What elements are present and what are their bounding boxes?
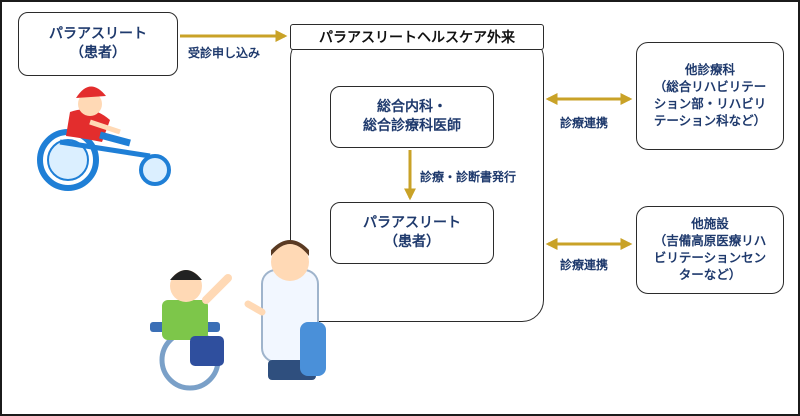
other-departments-line4: テーション科など） bbox=[653, 112, 767, 128]
other-departments-line3: ション部・リハビリ bbox=[653, 96, 767, 111]
diagnosis-label: 診療・診断書発行 bbox=[420, 170, 517, 184]
internal-medicine-line2: 総合診療科医師 bbox=[363, 118, 461, 134]
patient-inner-box: パラアスリート （患者） bbox=[330, 202, 494, 264]
other-departments-box: 他診療科 （総合リハビリテー ション部・リハビリ テーション科など） bbox=[636, 42, 784, 150]
outpatient-title-box: パラアスリートヘルスケア外来 bbox=[290, 24, 544, 50]
patient-top-line1: パラアスリート bbox=[49, 26, 147, 43]
patient-top-line2: （患者） bbox=[70, 45, 126, 61]
cooperation-label-1: 診療連携 bbox=[560, 116, 609, 130]
patient-top-box: パラアスリート （患者） bbox=[18, 12, 178, 76]
other-facilities-line4: ターなど） bbox=[678, 266, 742, 282]
other-departments-line2: （総合リハビリテー bbox=[653, 79, 767, 95]
outpatient-title: パラアスリートヘルスケア外来 bbox=[319, 30, 515, 46]
other-departments-line1: 他診療科 bbox=[684, 62, 735, 78]
other-facilities-line1: 他施設 bbox=[691, 216, 729, 232]
internal-medicine-line1: 総合内科・ bbox=[377, 99, 447, 116]
other-facilities-line3: ビリテーションセン bbox=[653, 250, 767, 265]
patient-inner-line1: パラアスリート bbox=[363, 215, 461, 232]
patient-inner-line2: （患者） bbox=[384, 234, 440, 250]
other-facilities-box: 他施設 （吉備高原医療リハ ビリテーションセン ターなど） bbox=[636, 206, 784, 294]
reception-label: 受診申し込み bbox=[188, 46, 261, 60]
outpatient-container bbox=[290, 36, 544, 322]
other-facilities-line2: （吉備高原医療リハ bbox=[653, 233, 767, 249]
internal-medicine-box: 総合内科・ 総合診療科医師 bbox=[330, 86, 494, 148]
cooperation-label-2: 診療連携 bbox=[560, 258, 609, 272]
